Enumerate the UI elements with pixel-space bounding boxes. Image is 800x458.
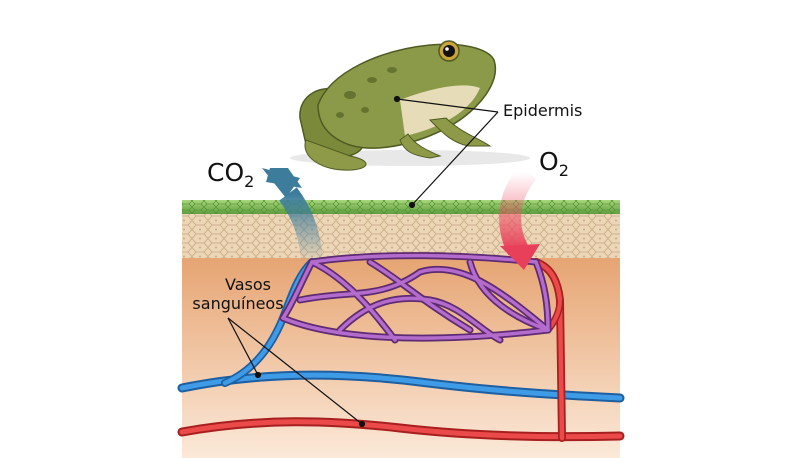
dermis-layer <box>182 212 620 258</box>
epidermis-label: Epidermis <box>503 101 582 120</box>
co2-arrow <box>262 168 323 263</box>
o2-label-base: O <box>539 147 559 176</box>
vessels-label-line1: Vasos <box>225 275 271 294</box>
o2-label-subscript: 2 <box>559 161 569 180</box>
o2-label: O2 <box>539 147 569 180</box>
co2-label-base: CO <box>207 158 244 187</box>
capillary-network <box>279 252 552 344</box>
frog-image <box>290 40 530 171</box>
vessel-pointers <box>227 317 366 428</box>
o2-arrow <box>499 164 540 270</box>
co2-label-subscript: 2 <box>244 172 254 191</box>
vessels-label-line2: sanguíneos <box>192 294 283 313</box>
co2-label: CO2 <box>207 158 254 191</box>
epidermis-pointers <box>393 95 499 209</box>
